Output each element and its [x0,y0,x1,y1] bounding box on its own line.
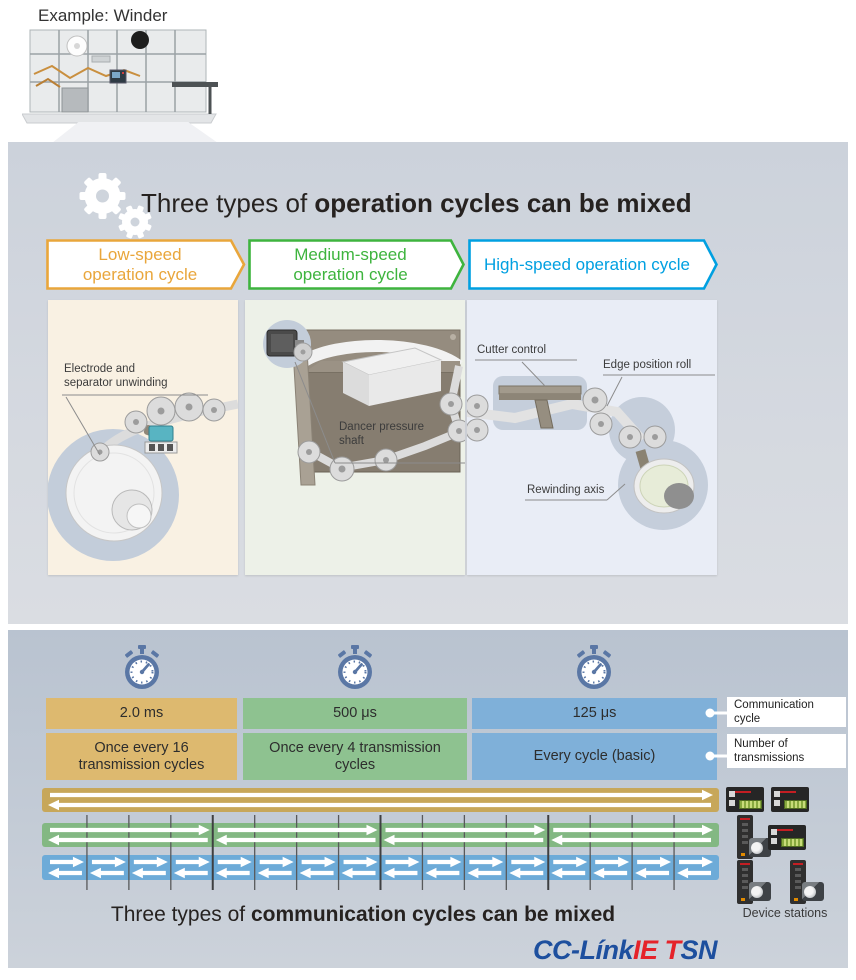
header-low-line1: Low-speed [98,244,182,264]
header-medium-line1: Medium-speed [294,244,407,264]
io-module-icon [768,825,806,850]
rewinding-axis-label: Rewinding axis [527,484,605,496]
communication-cycle-side-label: Communication cycle [727,697,846,727]
communication-section: 2.0 ms 500 μs 125 μs Once every 16 trans… [8,630,848,968]
io-module-icon [771,787,809,812]
header-medium-label: Medium-speed operation cycle [248,239,453,290]
stopwatch-icon [577,645,611,689]
communication-title-bold: communication cycles can be mixed [250,903,616,926]
stopwatch-icon [125,645,159,689]
header-high-speed: High-speed operation cycle [468,239,718,290]
communication-title-regular: Three types of [110,903,251,926]
cycle-frequency-high-line1: Every cycle (basic) [533,748,656,764]
electrode-label-line2: separator unwinding [64,377,168,389]
device-stations-label: Device stations [742,906,828,920]
cycle-time-high-value: 125 μs [572,705,617,721]
high-speed-illustration [467,359,715,530]
example-label: Example: Winder [38,6,168,25]
header-low-line2: operation cycle [82,264,198,284]
cycle-frequency-low: Once every 16 transmission cycles [46,733,237,780]
electrode-unwinding-label: Electrode and separator unwinding [64,362,168,390]
servo-motor-icon [749,838,771,857]
logo-sn: SN [680,935,717,965]
number-of-transmissions-side-label: Number of transmissions [727,734,846,768]
side-label-1-line2: cycle [734,713,761,725]
cycle-frequency-medium-line2: cycles [334,756,376,773]
logo-cclink: CC-Línk [532,935,634,965]
cycle-frequency-medium-line1: Once every 4 transmission [269,739,441,756]
dancer-label-line1: Dancer pressure [339,421,425,433]
cycle-frequency-low-line1: Once every 16 [94,739,189,756]
gears-icon [79,173,152,239]
medium-speed-panel: Dancer pressure shaft [245,300,465,575]
cycle-time-high: 125 μs [472,698,717,729]
io-module-icon [726,787,764,812]
high-speed-panel: Cutter control Edge position roll Rewind… [467,300,717,575]
electrode-label-line1: Electrode and [64,363,135,375]
header-medium-line2: operation cycle [293,264,408,284]
header-medium-speed: Medium-speed operation cycle [248,239,465,290]
low-speed-illustration [48,392,238,561]
cycle-frequency-high: Every cycle (basic) [472,733,717,780]
header-high-line1: High-speed operation cycle [483,254,690,274]
chevron-shape-medium [248,239,465,290]
servo-motor-icon [749,882,771,901]
edge-position-roll-label: Edge position roll [603,359,692,371]
cycle-time-low-value: 2.0 ms [119,705,164,721]
logo-ie: IE [632,935,658,965]
cycle-frequency-low-line2: transmission cycles [78,756,205,773]
communication-title: Three types of communication cycles can … [18,903,708,927]
dancer-label-line2: shaft [339,435,364,447]
side-label-2-line1: Number of [734,738,788,750]
side-label-2-line2: transmissions [734,752,805,764]
low-speed-panel: Electrode and separator unwinding [48,300,238,575]
stopwatch-icon [338,645,372,689]
chevron-shape-high [468,239,718,290]
logo-t: T [657,935,681,965]
operation-title: Three types of operation cycles can be m… [141,188,692,219]
operation-title-regular: Three types of [141,188,315,218]
cycle-time-medium: 500 μs [243,698,467,729]
winder-machine-image [22,29,218,124]
header-low-speed: Low-speed operation cycle [46,239,246,290]
cycle-time-medium-value: 500 μs [333,705,377,721]
machine-pedestal [52,122,218,143]
dancer-shaft-label: Dancer pressure shaft [339,420,424,448]
cutter-control-label: Cutter control [477,344,547,356]
cycle-frequency-medium: Once every 4 transmission cycles [243,733,467,780]
side-label-1-line1: Communication [734,699,814,711]
cclink-ie-tsn-logo: CC-LínkIE TSN [388,935,718,966]
cycle-time-low: 2.0 ms [46,698,237,729]
header-high-label: High-speed operation cycle [468,239,706,290]
chevron-shape-low [46,239,246,290]
medium-speed-illustration [263,320,465,486]
header-low-label: Low-speed operation cycle [46,239,234,290]
operation-title-bold: operation cycles can be mixed [314,188,692,218]
operation-section: Three types of operation cycles can be m… [8,142,848,624]
servo-motor-icon [802,882,824,901]
